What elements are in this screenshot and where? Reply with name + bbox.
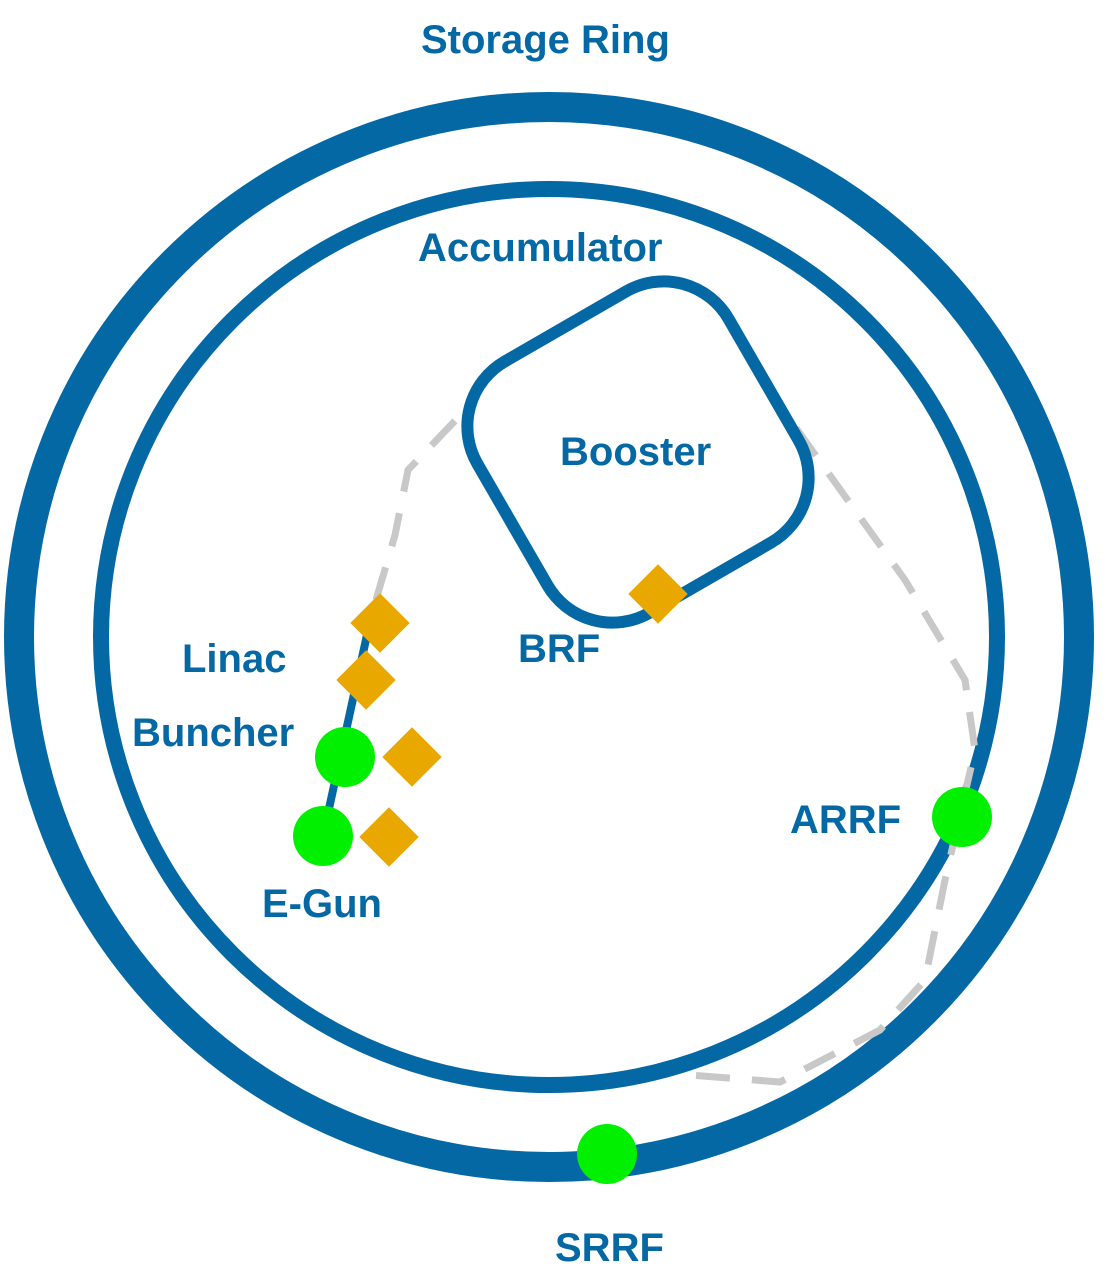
booster-to-storage-transfer-line: [689, 425, 979, 1086]
linac-line: [319, 611, 376, 837]
brf-label: BRF: [518, 627, 601, 671]
arrf-label: ARRF: [790, 798, 902, 842]
booster-label: Booster: [560, 430, 712, 474]
buncher-label: Buncher: [132, 711, 295, 755]
buncher-rf-circle: [315, 727, 375, 787]
linac-to-booster-transfer-line: [372, 402, 473, 601]
egun-label: E-Gun: [262, 882, 382, 926]
booster-ring: [461, 275, 815, 629]
accumulator-label: Accumulator: [418, 226, 663, 270]
srrf-label: SRRF: [555, 1226, 664, 1270]
egun-klystron-diamond: [359, 807, 419, 867]
egun-circle: [293, 806, 353, 866]
accumulator-ring: [93, 181, 1005, 1093]
arrf-cavity-circle: [932, 787, 992, 847]
buncher-klystron-diamond: [382, 727, 442, 787]
storage-ring: [4, 92, 1094, 1182]
linac-klystron-diamond-1: [350, 593, 410, 653]
storage-ring-label: Storage Ring: [421, 18, 670, 62]
srrf-cavity-circle: [577, 1124, 637, 1184]
linac-klystron-diamond-2: [336, 650, 396, 710]
linac-label: Linac: [182, 637, 287, 681]
